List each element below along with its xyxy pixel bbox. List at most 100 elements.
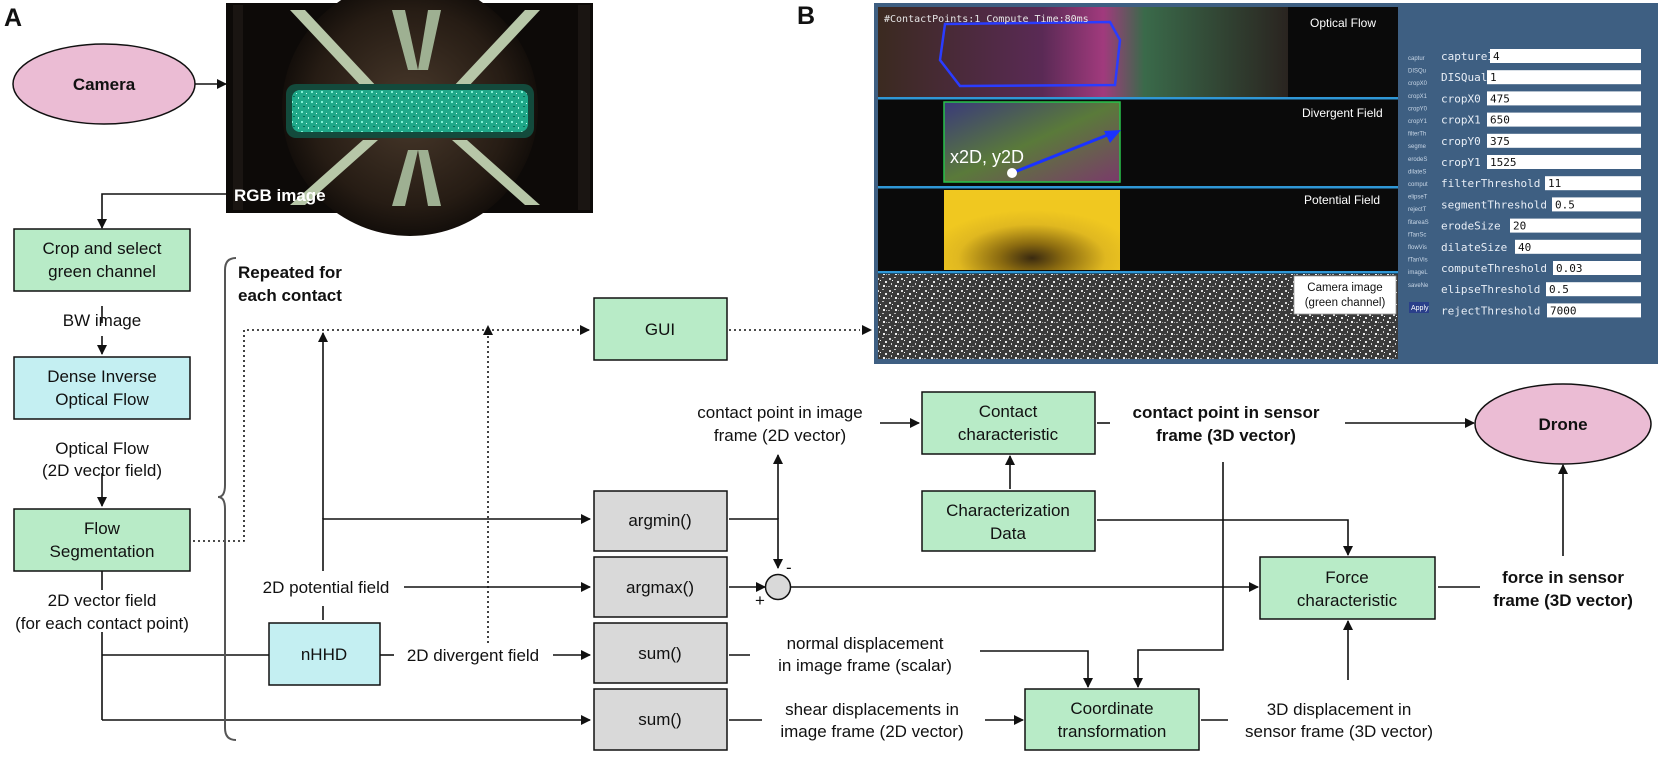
gui-param-value: 1 xyxy=(1490,71,1497,84)
gui-param-value: 650 xyxy=(1490,114,1510,127)
gui-param-name: filterThreshold xyxy=(1441,177,1540,190)
camera-node-label: Camera xyxy=(73,75,136,94)
potential-field-edge-label: 2D potential field xyxy=(263,578,390,597)
flow-segmentation-node xyxy=(13,508,191,572)
chardata-node-label-2: Data xyxy=(990,524,1026,543)
divergent-field-label: Divergent Field xyxy=(1302,106,1383,120)
gui-param-input[interactable] xyxy=(1490,49,1641,63)
contact-sensor-label-2: frame (3D vector) xyxy=(1156,426,1296,445)
contact-characteristic-node xyxy=(921,391,1096,455)
contact-sensor-label-1: contact point in sensor xyxy=(1132,403,1319,422)
optical-flow-edge-label-2: (2D vector field) xyxy=(42,461,162,480)
gui-param-input[interactable] xyxy=(1487,112,1641,127)
rgb-image-photo xyxy=(226,0,593,236)
gui-tiny-label: segme xyxy=(1408,144,1427,150)
gui-tiny-label: cropY1 xyxy=(1408,119,1428,125)
gui-param-input[interactable] xyxy=(1546,282,1641,297)
gui-param-name: elipseThreshold xyxy=(1441,283,1540,296)
repeated-label-1: Repeated for xyxy=(238,263,342,282)
force-sensor-label-1: force in sensor xyxy=(1502,568,1624,587)
gui-tiny-label: cropX0 xyxy=(1408,81,1428,87)
shear-disp-label-2: image frame (2D vector) xyxy=(780,722,963,741)
crop-node-label-1: Crop and select xyxy=(42,239,161,258)
gui-tiny-label: fTanSc xyxy=(1408,232,1426,238)
apply-button-label: Apply xyxy=(1411,305,1429,312)
gui-param-input[interactable] xyxy=(1553,261,1641,275)
disp3d-label-2: sensor frame (3D vector) xyxy=(1245,722,1433,741)
gui-param-input[interactable] xyxy=(1487,133,1641,148)
gui-status-text: #ContactPoints:1 Compute Time:80ms xyxy=(884,14,1089,25)
repeated-label-2: each contact xyxy=(238,286,342,305)
gui-param-name: cropX1 xyxy=(1441,114,1481,127)
panel-a-label: A xyxy=(4,4,22,32)
gui-param-input[interactable] xyxy=(1487,155,1641,169)
apply-button[interactable] xyxy=(1409,302,1429,313)
chardata-node-label-1: Characterization xyxy=(946,501,1070,520)
gui-tiny-label: cropX1 xyxy=(1408,94,1428,100)
camera-image-label-2: (green channel) xyxy=(1305,297,1386,309)
disp3d-label-1: 3D displacement in xyxy=(1267,700,1412,719)
gui-tiny-label: fTanVis xyxy=(1408,258,1428,264)
gui-tiny-label: comput xyxy=(1408,182,1428,188)
gui-node-label: GUI xyxy=(645,320,675,339)
gui-tiny-labels: capturDISQucropX0cropX1cropY0cropY1filte… xyxy=(1408,56,1429,289)
gui-param-name: computeThreshold xyxy=(1441,262,1547,275)
force-sensor-label-2: frame (3D vector) xyxy=(1493,591,1633,610)
gui-tiny-label: cropY0 xyxy=(1408,106,1428,112)
gui-param-value: 40 xyxy=(1518,241,1531,254)
crop-node-label-2: green channel xyxy=(48,262,156,281)
rgb-image-label: RGB image xyxy=(234,186,326,205)
gui-param-value: 20 xyxy=(1513,220,1526,233)
flowseg-node-label-2: Segmentation xyxy=(50,542,155,561)
connectors xyxy=(97,79,1568,725)
gui-param-value: 0.03 xyxy=(1556,262,1583,275)
dotted-arrowheads xyxy=(483,325,872,335)
gui-param-input[interactable] xyxy=(1510,218,1641,233)
gui-tiny-label: rejectT xyxy=(1408,207,1427,213)
contact-node-label-2: characteristic xyxy=(958,425,1059,444)
argmax-node-label: argmax() xyxy=(626,578,694,597)
force-node-label-2: characteristic xyxy=(1297,591,1398,610)
gui-param-input[interactable] xyxy=(1515,239,1641,254)
bw-image-label: BW image xyxy=(63,311,141,330)
optical-flow-label: Optical Flow xyxy=(1310,16,1376,30)
sum-normal-node-label: sum() xyxy=(638,644,681,663)
gui-param-value: 4 xyxy=(1493,50,1500,63)
gui-param-name: cropY0 xyxy=(1441,135,1481,148)
gui-param-input[interactable] xyxy=(1552,197,1641,212)
flowseg-node-label-1: Flow xyxy=(84,519,121,538)
argmin-node-label: argmin() xyxy=(628,511,691,530)
dense-node-label-1: Dense Inverse xyxy=(47,367,157,386)
gui-param-input[interactable] xyxy=(1547,303,1641,318)
segmentation-outline xyxy=(938,20,1122,88)
gui-param-input[interactable] xyxy=(1487,91,1641,106)
gui-tiny-label: elipseT xyxy=(1408,195,1428,201)
gui-param-name: erodeSize xyxy=(1441,220,1501,233)
plus-sign: + xyxy=(755,591,765,610)
gui-param-name: cropY1 xyxy=(1441,156,1481,169)
normal-disp-label-1: normal displacement xyxy=(787,634,944,653)
camera-image-label-1: Camera image xyxy=(1307,282,1382,294)
gui-param-name: dilateSize xyxy=(1441,241,1507,254)
gui-node xyxy=(593,297,728,361)
contact-point-label: x2D, y2D xyxy=(950,147,1024,167)
gui-param-value: 11 xyxy=(1548,177,1561,190)
gui-param-name: captureID xyxy=(1441,50,1501,63)
camera-node xyxy=(12,43,196,125)
panel-b-label: B xyxy=(797,2,815,30)
crop-node xyxy=(13,228,191,292)
gui-param-input[interactable] xyxy=(1545,176,1641,191)
gui-param-input[interactable] xyxy=(1487,70,1641,85)
difference-junction xyxy=(764,573,792,601)
repeat-brace xyxy=(217,257,237,741)
normal-disp-label-2: in image frame (scalar) xyxy=(778,656,952,675)
argmax-node xyxy=(593,556,728,618)
nhhd-node xyxy=(268,622,381,686)
vector-field-label-1: 2D vector field xyxy=(48,591,157,610)
potential-field-label: Potential Field xyxy=(1304,193,1380,207)
gui-tiny-label: imageL xyxy=(1408,270,1428,276)
optical-flow-edge-label-1: Optical Flow xyxy=(55,439,149,458)
contact-image-label-2: frame (2D vector) xyxy=(714,426,846,445)
